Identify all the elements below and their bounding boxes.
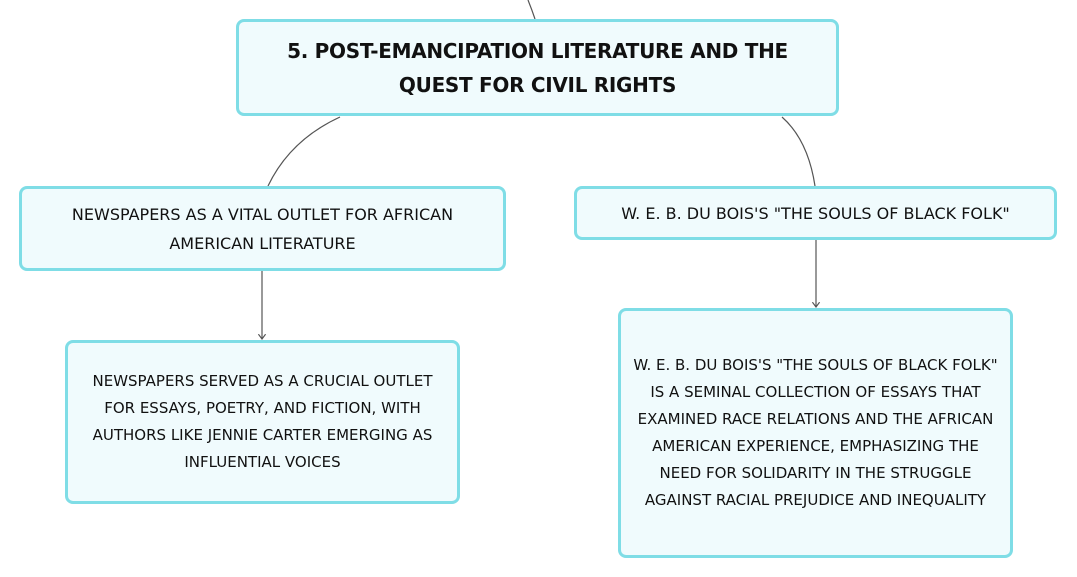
- connector-root-to-newspapers: [267, 116, 341, 187]
- connector-parent-to-root: [527, 0, 536, 20]
- subtopic-du-bois-label: W. E. B. DU BOIS'S "THE SOULS OF BLACK F…: [621, 203, 1010, 223]
- connector-root-to-du-bois: [781, 116, 816, 187]
- detail-du-bois-node[interactable]: W. E. B. DU BOIS'S "THE SOULS OF BLACK F…: [618, 308, 1013, 558]
- detail-du-bois-text: W. E. B. DU BOIS'S "THE SOULS OF BLACK F…: [633, 356, 998, 509]
- subtopic-du-bois-node[interactable]: W. E. B. DU BOIS'S "THE SOULS OF BLACK F…: [574, 186, 1057, 240]
- root-topic-label: 5. POST-EMANCIPATION LITERATURE AND THE …: [287, 38, 788, 97]
- detail-newspapers-node[interactable]: NEWSPAPERS SERVED AS A CRUCIAL OUTLET FO…: [65, 340, 460, 504]
- root-topic-node[interactable]: 5. POST-EMANCIPATION LITERATURE AND THE …: [236, 19, 839, 116]
- detail-newspapers-text: NEWSPAPERS SERVED AS A CRUCIAL OUTLET FO…: [92, 372, 433, 471]
- subtopic-newspapers-label: NEWSPAPERS AS A VITAL OUTLET FOR AFRICAN…: [71, 204, 454, 253]
- subtopic-newspapers-node[interactable]: NEWSPAPERS AS A VITAL OUTLET FOR AFRICAN…: [19, 186, 506, 271]
